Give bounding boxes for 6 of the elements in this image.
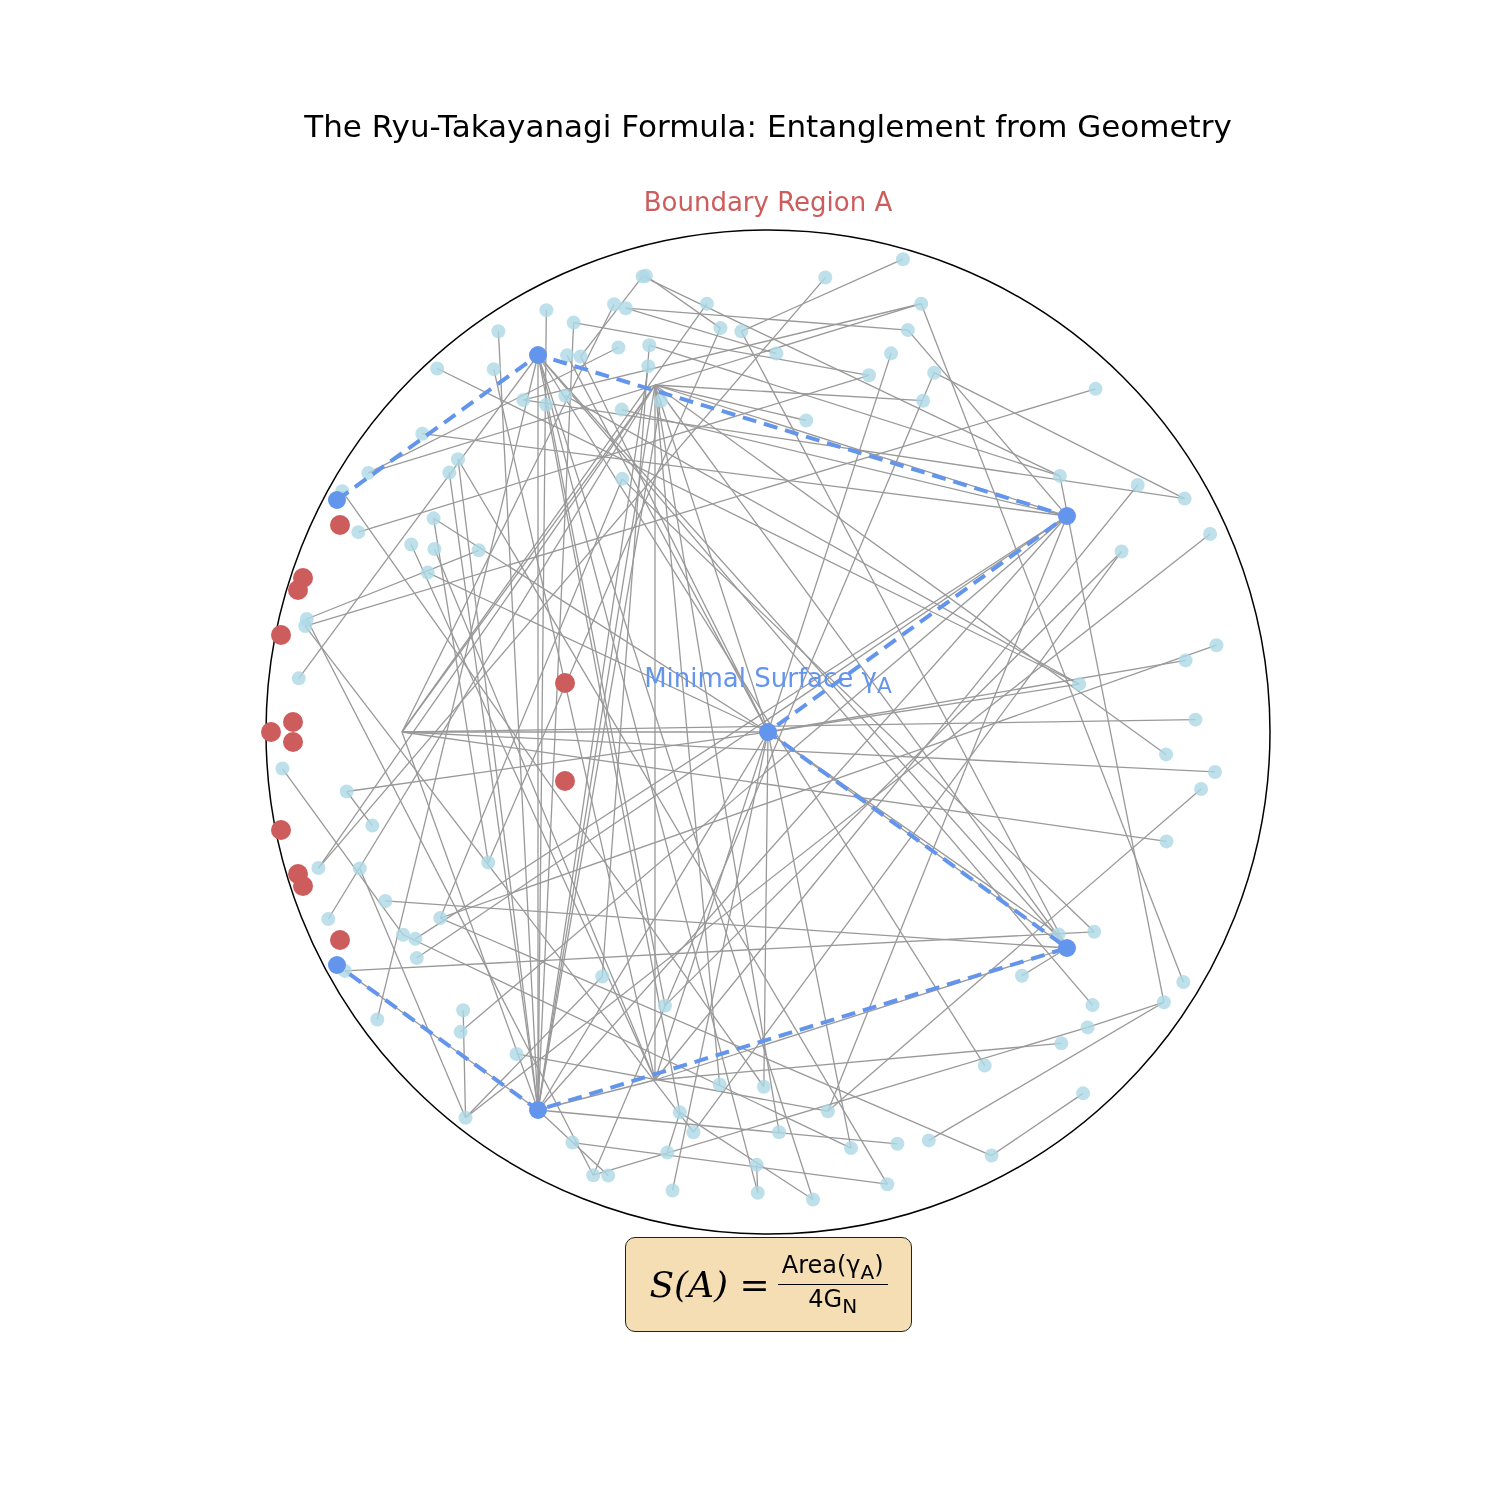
formula-text: S(A) = (649, 1264, 770, 1305)
fraction-numerator: Area(γ$_{A}$) (777, 1251, 888, 1285)
diagram-title: The Ryu-Takayanagi Formula: Entanglement from Geometry (304, 108, 1232, 144)
region-label: Boundary Region A (643, 187, 893, 217)
fraction-denominator: 4G$_{N}$ (808, 1285, 858, 1318)
formula-box (625, 1237, 912, 1332)
